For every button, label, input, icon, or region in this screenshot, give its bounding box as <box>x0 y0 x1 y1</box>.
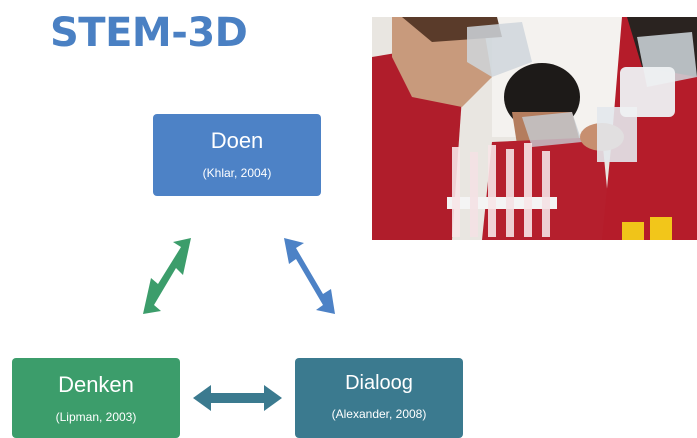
arrow-denken-dialoog <box>193 385 282 411</box>
lab-students-illustration <box>372 17 697 240</box>
slide-title: STEM-3D <box>50 10 248 56</box>
lab-students-photo <box>372 17 697 240</box>
node-doen-citation: (Khlar, 2004) <box>202 166 272 180</box>
arrow-doen-dialoog <box>284 238 335 314</box>
node-dialoog: Dialoog (Alexander, 2008) <box>295 358 463 438</box>
node-doen: Doen (Khlar, 2004) <box>153 114 321 196</box>
node-doen-label: Doen <box>210 128 264 153</box>
node-denken-label: Denken <box>58 372 134 397</box>
node-dialoog-citation: (Alexander, 2008) <box>331 407 427 421</box>
node-dialoog-label: Dialoog <box>345 372 413 394</box>
node-denken-citation: (Lipman, 2003) <box>55 410 137 424</box>
arrow-doen-denken <box>143 238 191 314</box>
node-denken: Denken (Lipman, 2003) <box>12 358 180 438</box>
